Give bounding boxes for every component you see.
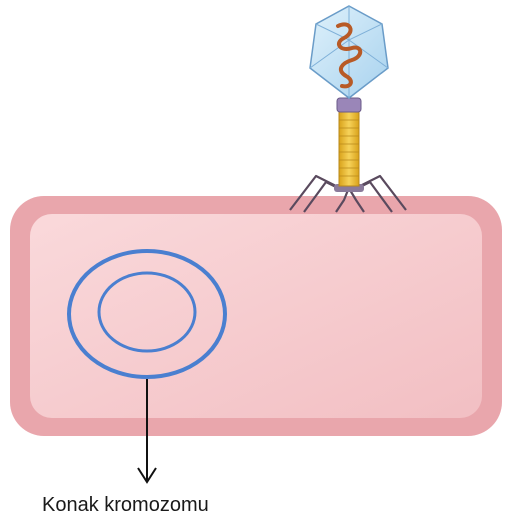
host-chromosome-label: Konak kromozomu xyxy=(42,494,209,517)
bacteriophage-icon xyxy=(290,6,406,212)
phage-tail-sheath xyxy=(339,112,359,186)
bacterial-cell xyxy=(10,196,502,436)
phage-collar xyxy=(337,98,361,112)
